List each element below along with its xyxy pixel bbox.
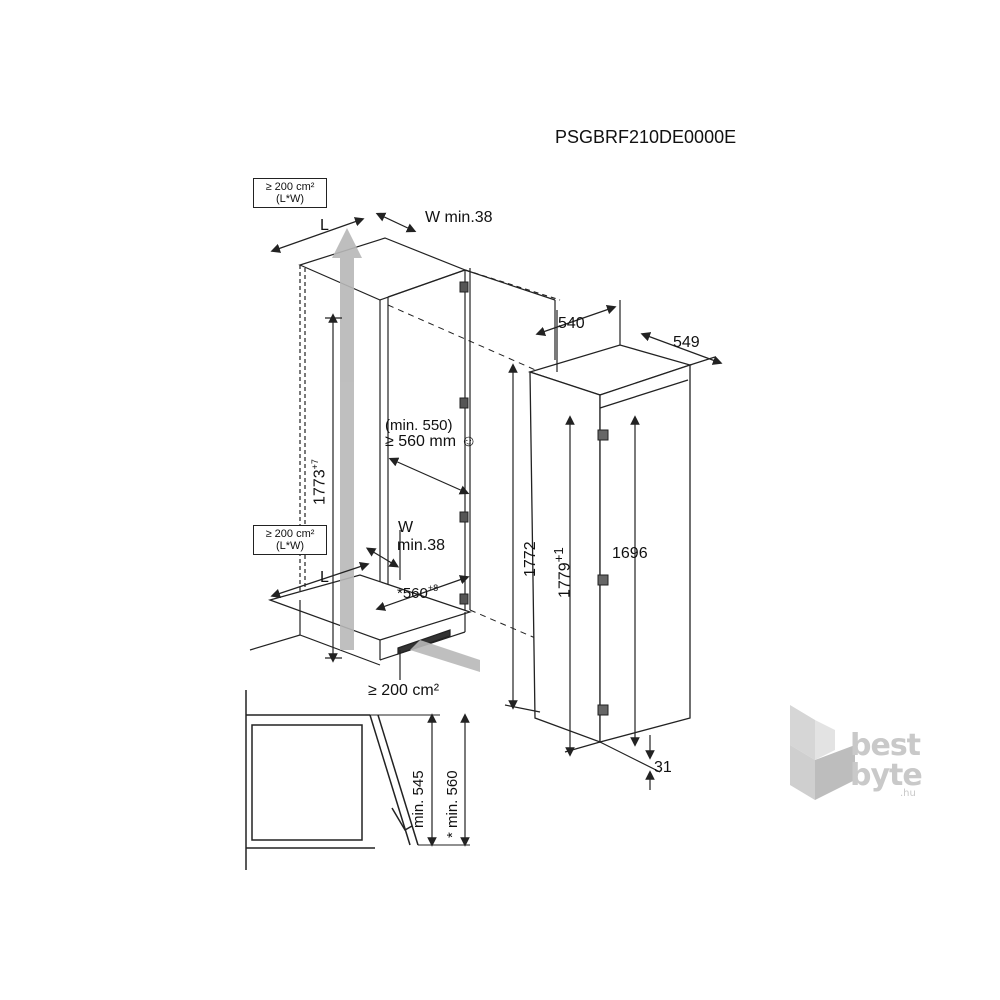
bestbyte-logo: best byte .hu <box>790 700 950 810</box>
niche-width-tolerance: +8 <box>427 583 439 593</box>
appliance-hinges <box>597 429 609 716</box>
smiley-icon: ☺ <box>460 433 477 450</box>
label-depth-549: 549 <box>673 334 700 351</box>
vent-requirement-top: ≥ 200 cm² (L*W) <box>253 178 327 208</box>
vent-top-line2: (L*W) <box>275 193 305 205</box>
label-detail-545: min. 545 <box>410 770 427 828</box>
label-offset-31: 31 <box>654 759 672 776</box>
label-depth-560: ≥ 560 mm ☺ <box>385 434 477 450</box>
label-height-1696: 1696 <box>612 545 648 562</box>
label-L-bottom: L <box>320 569 329 586</box>
niche-height-value: 1773 <box>311 469 329 505</box>
height-1779-tolerance: +1 <box>551 547 566 563</box>
logo-text-best: best <box>850 728 921 763</box>
niche-dimensions <box>270 212 470 680</box>
label-W-top: W min.38 <box>425 209 493 226</box>
niche-height-tolerance: +7 <box>310 459 320 470</box>
label-L-top: L <box>320 217 329 234</box>
label-height-1772: 1772 <box>522 541 539 577</box>
label-detail-560: * min. 560 <box>444 770 461 838</box>
logo-text-hu: .hu <box>900 788 916 799</box>
label-height-1779: 1779+1 <box>551 547 574 598</box>
label-width-540: 540 <box>558 315 585 332</box>
height-1779-value: 1779 <box>556 562 574 598</box>
label-W-bottom: W <box>398 519 414 536</box>
label-niche-height: 1773+7 <box>310 459 329 505</box>
appliance-dimensions <box>504 300 723 790</box>
logo-cube-icon <box>790 705 855 800</box>
logo-text-byte: byte <box>850 758 923 793</box>
model-code: PSGBRF210DE0000E <box>555 127 737 147</box>
vent-bottom-line2: (L*W) <box>275 540 305 552</box>
door-detail <box>245 690 470 870</box>
vent-top-line1: ≥ 200 cm² <box>265 181 315 193</box>
depth-560-text: ≥ 560 mm <box>385 433 457 450</box>
label-W-bottom-min: min.38 <box>397 537 446 554</box>
vent-bottom-line1: ≥ 200 cm² <box>265 528 315 540</box>
projection-lines <box>387 304 541 641</box>
label-min-depth: (min. 550) <box>385 417 453 434</box>
appliance <box>527 344 693 743</box>
label-niche-width: *560+8 <box>397 583 439 602</box>
label-floor-vent: ≥ 200 cm² <box>368 682 440 699</box>
vent-requirement-bottom: ≥ 200 cm² (L*W) <box>253 525 327 555</box>
niche-width-value: *560 <box>397 585 428 602</box>
